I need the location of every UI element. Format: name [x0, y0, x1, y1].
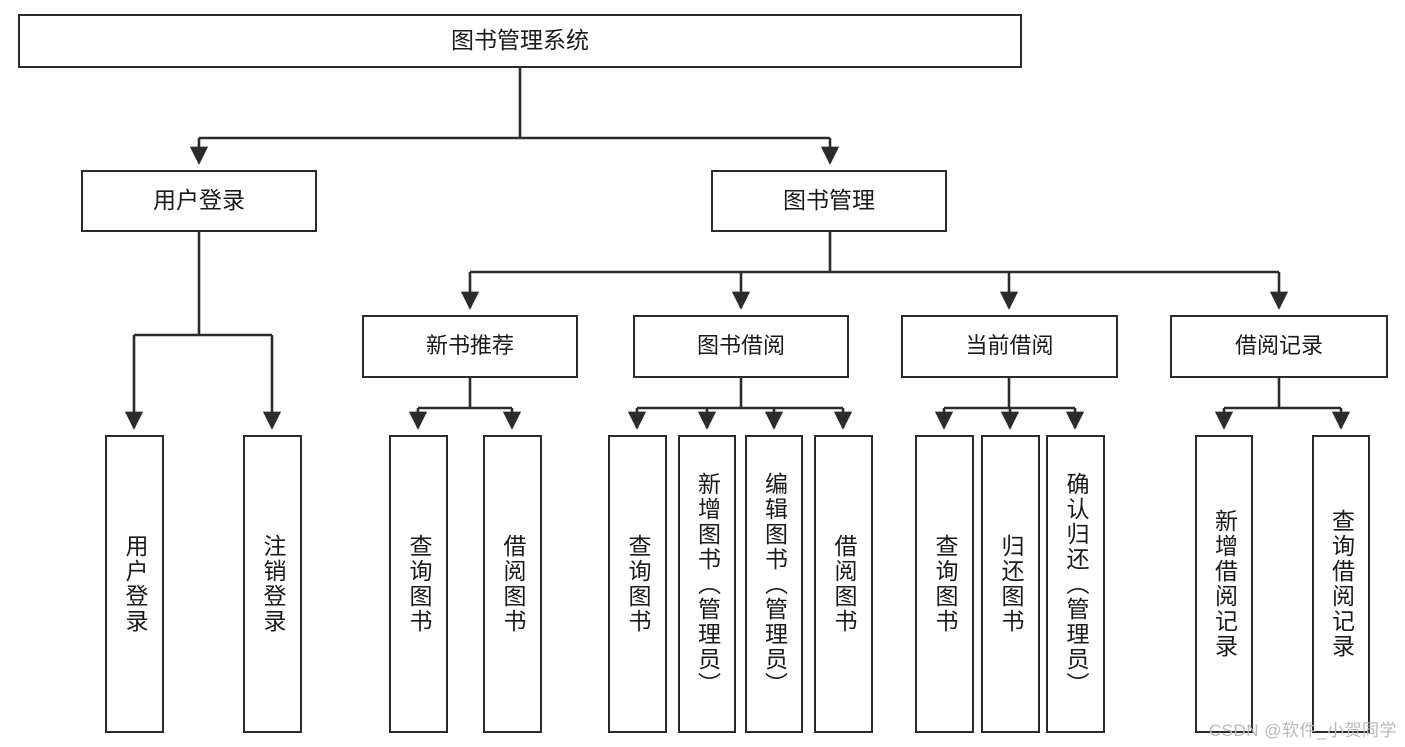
- leaf-node[interactable]: 新增图书（管理员）: [678, 435, 736, 733]
- node-user-login-label: 用户登录: [153, 187, 245, 214]
- node-current-borrow-label: 当前借阅: [965, 333, 1054, 359]
- leaf-node-label: 借阅图书: [831, 534, 857, 634]
- leaf-node[interactable]: 查询图书: [608, 435, 667, 733]
- node-book-management-label: 图书管理: [783, 187, 875, 214]
- node-borrow-record-label: 借阅记录: [1234, 333, 1323, 359]
- node-new-book-recommend[interactable]: 新书推荐: [362, 315, 578, 378]
- leaf-node[interactable]: 借阅图书: [814, 435, 873, 733]
- leaf-node-label: 新增图书（管理员）: [694, 471, 721, 697]
- leaf-node[interactable]: 确认归还（管理员）: [1046, 435, 1105, 733]
- leaf-node[interactable]: 编辑图书（管理员）: [745, 435, 803, 733]
- node-root[interactable]: 图书管理系统: [18, 14, 1022, 68]
- leaf-node-label: 借阅图书: [500, 534, 526, 634]
- leaf-node-label: 编辑图书（管理员）: [761, 471, 788, 697]
- node-book-management[interactable]: 图书管理: [711, 170, 947, 232]
- leaf-node-label: 确认归还（管理员）: [1063, 471, 1089, 697]
- leaf-node-label: 用户登录: [122, 534, 148, 634]
- leaf-node[interactable]: 注销登录: [243, 435, 302, 733]
- leaf-node[interactable]: 查询借阅记录: [1312, 435, 1370, 733]
- leaf-node-label: 查询图书: [625, 534, 651, 634]
- leaf-node-label: 查询图书: [932, 534, 958, 634]
- node-root-label: 图书管理系统: [451, 27, 589, 54]
- node-new-book-recommend-label: 新书推荐: [425, 333, 514, 359]
- leaf-node-label: 归还图书: [998, 534, 1024, 634]
- leaf-node-label: 查询借阅记录: [1328, 509, 1355, 659]
- leaf-node-label: 注销登录: [260, 534, 286, 634]
- leaf-node[interactable]: 归还图书: [981, 435, 1040, 733]
- leaf-node[interactable]: 新增借阅记录: [1195, 435, 1253, 733]
- leaf-node[interactable]: 用户登录: [105, 435, 164, 733]
- node-user-login[interactable]: 用户登录: [81, 170, 317, 232]
- node-borrow-record[interactable]: 借阅记录: [1170, 315, 1388, 378]
- node-current-borrow[interactable]: 当前借阅: [901, 315, 1118, 378]
- leaf-node-label: 查询图书: [406, 534, 432, 634]
- leaf-node[interactable]: 查询图书: [915, 435, 974, 733]
- node-book-borrow-label: 图书借阅: [696, 333, 785, 359]
- leaf-node[interactable]: 查询图书: [389, 435, 448, 733]
- leaf-node[interactable]: 借阅图书: [483, 435, 542, 733]
- watermark: CSDN @软件_小贺同学: [1208, 721, 1397, 740]
- node-book-borrow[interactable]: 图书借阅: [633, 315, 849, 378]
- leaf-node-label: 新增借阅记录: [1211, 509, 1238, 659]
